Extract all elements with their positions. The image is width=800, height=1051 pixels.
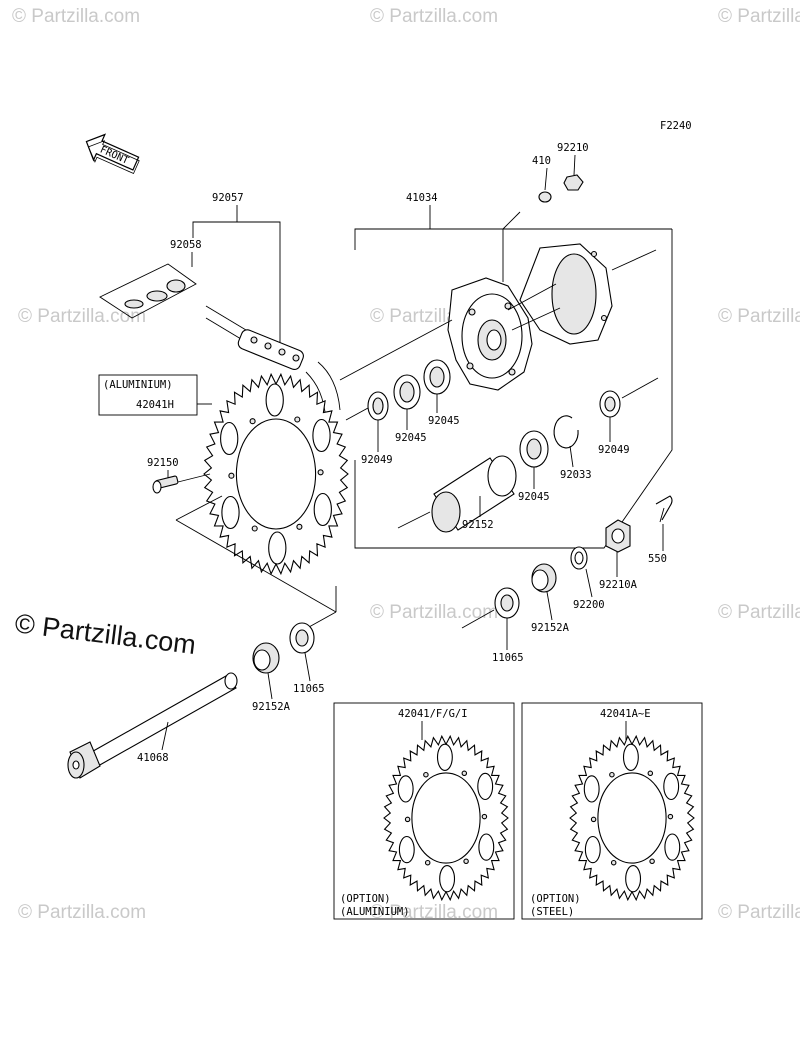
label-41034: 41034 xyxy=(406,192,438,204)
svg-text:© Partzilla.com: © Partzilla.com xyxy=(718,602,800,623)
svg-text:© Partzilla.com: © Partzilla.com xyxy=(370,902,498,923)
option-steel-line2: (STEEL) xyxy=(530,906,574,918)
label-92045-c: 92045 xyxy=(518,491,550,503)
svg-text:© Partzilla.com: © Partzilla.com xyxy=(370,6,498,27)
seal-11065-left-icon xyxy=(289,622,315,654)
label-92152: 92152 xyxy=(462,519,494,531)
svg-text:© Partzilla.com: © Partzilla.com xyxy=(370,602,498,623)
label-550: 550 xyxy=(648,553,667,565)
watermark-main: © Partzilla.com xyxy=(13,608,197,660)
label-410: 410 xyxy=(532,155,551,167)
svg-text:© Partzilla.com: © Partzilla.com xyxy=(12,6,140,27)
bolt-92150-icon xyxy=(152,475,179,494)
label-92049-right: 92049 xyxy=(598,444,630,456)
svg-text:© Partzilla.com: © Partzilla.com xyxy=(718,6,800,27)
nut-92210-icon xyxy=(563,174,584,191)
label-92033: 92033 xyxy=(560,469,592,481)
option-steel-line1: (OPTION) xyxy=(530,893,581,905)
spacer-92152-icon xyxy=(431,455,517,533)
label-92049-left: 92049 xyxy=(361,454,393,466)
sprocket-option-steel-icon xyxy=(569,734,695,902)
label-41068: 41068 xyxy=(137,752,169,764)
castle-nut-92210A-icon xyxy=(605,519,631,553)
label-11065-right: 11065 xyxy=(492,652,524,664)
figure-code: F2240 xyxy=(660,120,692,132)
sprocket-option-aluminium-icon xyxy=(383,734,509,902)
washer-410-icon xyxy=(538,191,552,203)
aluminium-note: (ALUMINIUM) xyxy=(103,379,173,391)
label-92057: 92057 xyxy=(212,192,244,204)
rear-hub-41034 xyxy=(447,243,613,391)
drive-chain-icon xyxy=(205,305,341,421)
label-92150: 92150 xyxy=(147,457,179,469)
watermark-layer: © Partzilla.com © Partzilla.com © Partzi… xyxy=(12,6,800,923)
label-42041A-E: 42041A~E xyxy=(600,708,651,720)
front-arrow-icon: FRONT xyxy=(85,133,140,175)
label-92152A-left: 92152A xyxy=(252,701,291,713)
label-92210: 92210 xyxy=(557,142,589,154)
option-aluminium-line2: (ALUMINIUM) xyxy=(340,906,410,918)
collar-92152A-left-icon xyxy=(252,642,280,674)
sprocket-42041H-icon xyxy=(203,372,349,576)
axle-41068-icon xyxy=(67,672,238,779)
label-92152A-right: 92152A xyxy=(531,622,570,634)
option-box-aluminium: 42041/F/G/I (OPTION) (ALUMINIUM) xyxy=(333,702,515,920)
label-42041H: 42041H xyxy=(136,399,174,411)
seal-11065-right-icon xyxy=(494,587,520,619)
circlip-92033-icon xyxy=(553,415,579,449)
svg-text:© Partzilla.com: © Partzilla.com xyxy=(18,306,146,327)
option-aluminium-line1: (OPTION) xyxy=(340,893,391,905)
label-92045-a: 92045 xyxy=(395,432,427,444)
option-box-steel: 42041A~E (OPTION) (STEEL) xyxy=(521,702,703,920)
label-92200: 92200 xyxy=(573,599,605,611)
sprocket-label-box xyxy=(98,374,198,416)
svg-text:© Partzilla.com: © Partzilla.com xyxy=(18,902,146,923)
collar-92152A-right-icon xyxy=(531,563,557,593)
svg-text:© Partzilla.com: © Partzilla.com xyxy=(718,902,800,923)
label-11065-left: 11065 xyxy=(293,683,325,695)
label-92058: 92058 xyxy=(170,239,202,251)
label-42041-fgi: 42041/F/G/I xyxy=(398,708,468,720)
cotter-pin-550-icon xyxy=(655,495,673,523)
chain-master-link-icon xyxy=(99,263,197,319)
svg-text:© Partzilla.com: © Partzilla.com xyxy=(718,306,800,327)
label-92210A: 92210A xyxy=(599,579,638,591)
label-92045-b: 92045 xyxy=(428,415,460,427)
